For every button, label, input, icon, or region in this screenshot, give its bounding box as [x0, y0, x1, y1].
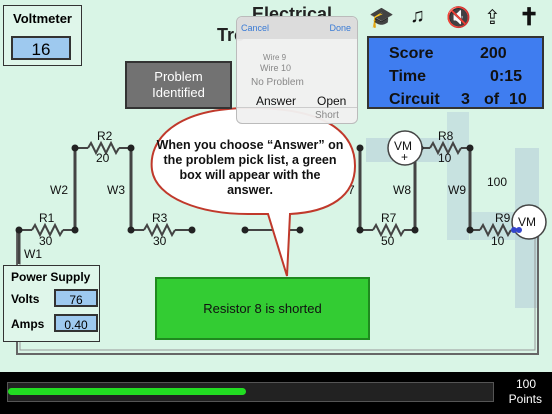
score-label: Score	[389, 45, 434, 62]
picker-item-right-next[interactable]: Short	[315, 110, 339, 121]
share-icon[interactable]: ⇪	[484, 7, 501, 29]
voltmeter-probe-top	[387, 130, 423, 166]
picker-item[interactable]: Wire 10	[260, 63, 292, 73]
amps-value: 0.40	[54, 314, 98, 332]
picker-item[interactable]: Wire 9	[263, 53, 287, 62]
resistor-r3	[143, 222, 176, 238]
voltmeter-label: Voltmeter	[13, 11, 72, 26]
picker-cancel-button[interactable]: Cancel	[241, 23, 270, 33]
vm-top-plus: +	[401, 150, 408, 164]
picker-header: Cancel Done	[237, 17, 357, 39]
vm-top-label: VM	[394, 139, 412, 153]
picker-item[interactable]: No Problem	[251, 77, 304, 88]
label-w2: W2	[50, 183, 68, 197]
voltmeter-panel: Voltmeter 16	[3, 5, 82, 66]
resistor-r2	[87, 140, 120, 156]
circuit-current: 3	[461, 91, 470, 108]
label-r2-name: R2	[97, 129, 113, 143]
label-r3-name: R3	[152, 211, 168, 225]
time-label: Time	[389, 68, 427, 85]
label-r7-name: R7	[381, 211, 397, 225]
power-supply-title: Power Supply	[11, 270, 91, 284]
progress-bar-fill	[8, 388, 246, 395]
voltmeter-value: 16	[11, 36, 71, 60]
resistor-r9	[479, 222, 512, 238]
volts-label: Volts	[11, 292, 40, 306]
volts-value: 76	[54, 289, 98, 307]
label-w9: W9	[448, 183, 466, 197]
label-r9-value: 10	[491, 234, 505, 248]
problem-picker[interactable]: Cancel Done Wire 9 Wire 10 No Problem An…	[236, 16, 358, 124]
circuit-total: 10	[509, 91, 527, 108]
label-extra-value: 100	[487, 175, 507, 189]
resistor-r7	[372, 222, 405, 238]
resistor-r1	[31, 222, 64, 238]
label-w7: 7	[348, 183, 355, 197]
problem-identified-button[interactable]: Problem Identified	[125, 61, 232, 109]
label-r3-value: 30	[153, 234, 167, 248]
label-r8-value: 10	[438, 151, 452, 165]
picker-selected-right[interactable]: Open	[317, 94, 347, 108]
picker-selected-left[interactable]: Answer	[256, 94, 297, 108]
picker-done-button[interactable]: Done	[329, 23, 351, 33]
bubble-text: When you choose “Answer” on the problem …	[156, 138, 344, 197]
points-value: 100	[515, 377, 536, 391]
label-r9-name: R9	[495, 211, 511, 225]
label-w1: W1	[24, 247, 42, 261]
label-w8: W8	[393, 183, 411, 197]
music-note-icon[interactable]: ♫	[410, 5, 425, 27]
amps-label: Amps	[11, 317, 45, 331]
speech-bubble	[150, 106, 357, 277]
points-label: Points	[508, 392, 542, 406]
score-panel: Score 200 Time 0:15 Circuit 3 of 10	[367, 36, 544, 109]
circuit-label: Circuit	[389, 91, 440, 108]
score-value: 200	[480, 45, 507, 62]
label-r2-value: 20	[96, 151, 110, 165]
power-supply-panel: Power Supply Volts 76 Amps 0.40	[3, 265, 100, 342]
cross-icon[interactable]: ✝	[519, 4, 540, 31]
label-r7-value: 50	[381, 234, 395, 248]
graduation-cap-icon[interactable]: 🎓	[369, 7, 394, 29]
answer-box: Resistor 8 is shorted	[155, 277, 370, 340]
time-value: 0:15	[490, 68, 523, 85]
label-r1-name: R1	[39, 211, 55, 225]
progress-track	[7, 382, 494, 402]
label-w3: W3	[107, 183, 125, 197]
label-r1-value: 30	[39, 234, 53, 248]
circuit-of: of	[484, 91, 500, 108]
vm-right-label: VM	[518, 215, 536, 229]
resistor-r8	[429, 140, 462, 156]
mute-speaker-icon[interactable]: 🔇	[446, 7, 471, 29]
label-r8-name: R8	[438, 129, 454, 143]
